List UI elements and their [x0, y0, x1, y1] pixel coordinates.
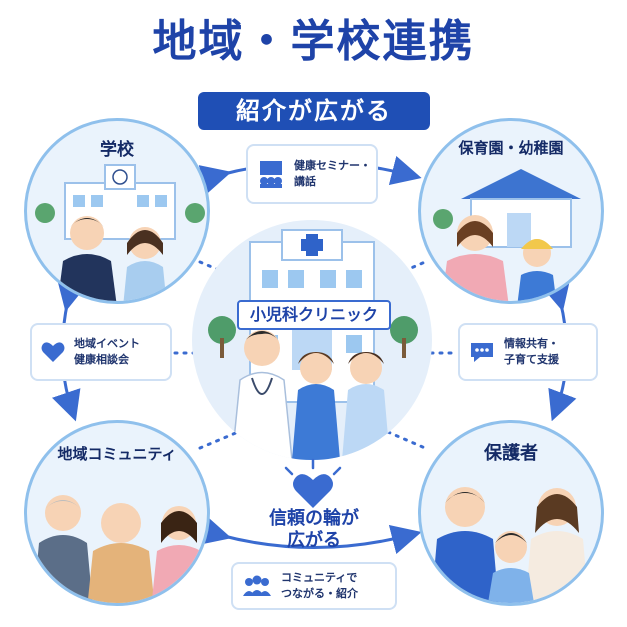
subtitle-banner: 紹介が広がる	[198, 92, 430, 130]
page-title: 地域・学校連携	[152, 16, 475, 67]
node-school-label: 学校	[100, 140, 134, 160]
callout-event-text: 地域イベント 健康相談会	[74, 336, 140, 368]
bond-text: 信頼の輪が 広がる	[252, 508, 376, 552]
callout-info-line1: 情報共有・	[504, 337, 559, 350]
node-school: 学校	[24, 118, 210, 304]
bond-heart-icon	[293, 474, 333, 508]
callout-seminar-text: 健康セミナー・ 講話	[294, 158, 371, 190]
callout-seminar: 健康セミナー・ 講話	[246, 144, 378, 204]
callout-event-line1: 地域イベント	[74, 337, 140, 350]
node-community-label: 地域コミュニティ	[57, 445, 177, 463]
callout-seminar-line2: 講話	[294, 175, 316, 188]
bond-line2: 広がる	[287, 530, 341, 551]
dots-center-guardians	[386, 430, 427, 450]
arrow-community-guardians	[198, 515, 422, 555]
clinic-label: 小児科クリニック	[237, 300, 391, 330]
node-guardians: 保護者	[418, 420, 604, 606]
node-nursery-label: 保育園・幼稚園	[458, 139, 564, 157]
chat-bubble-icon	[471, 343, 493, 362]
dots-center-community	[198, 430, 240, 450]
callout-info-line2: 子育て支援	[504, 353, 559, 366]
people-group-icon	[243, 575, 271, 596]
clinic-circle: 小児科クリニック	[192, 220, 432, 460]
callout-seminar-line1: 健康セミナー・	[294, 159, 371, 172]
presentation-icon	[260, 161, 282, 188]
heart-icon	[41, 342, 65, 362]
node-community: 地域コミュニティ	[24, 420, 210, 606]
clinic-illustration	[208, 229, 418, 460]
callout-connect-line2: つながる・紹介	[281, 587, 358, 600]
guardians-illustration	[431, 487, 589, 603]
callout-info: 情報共有・ 子育て支援	[458, 323, 598, 381]
callout-connect-line1: コミュニティで	[281, 571, 358, 584]
bond-line1: 信頼の輪が	[269, 508, 359, 529]
school-illustration	[35, 164, 205, 301]
callout-info-text: 情報共有・ 子育て支援	[504, 336, 559, 368]
node-guardians-label: 保護者	[484, 443, 538, 464]
callout-connect: コミュニティで つながる・紹介	[231, 562, 397, 610]
community-illustration	[33, 495, 207, 603]
node-nursery: 保育園・幼稚園	[418, 118, 604, 304]
callout-event: 地域イベント 健康相談会	[30, 323, 172, 381]
callout-event-line2: 健康相談会	[74, 353, 129, 366]
callout-connect-text: コミュニティで つながる・紹介	[281, 570, 358, 602]
nursery-illustration	[433, 169, 581, 301]
